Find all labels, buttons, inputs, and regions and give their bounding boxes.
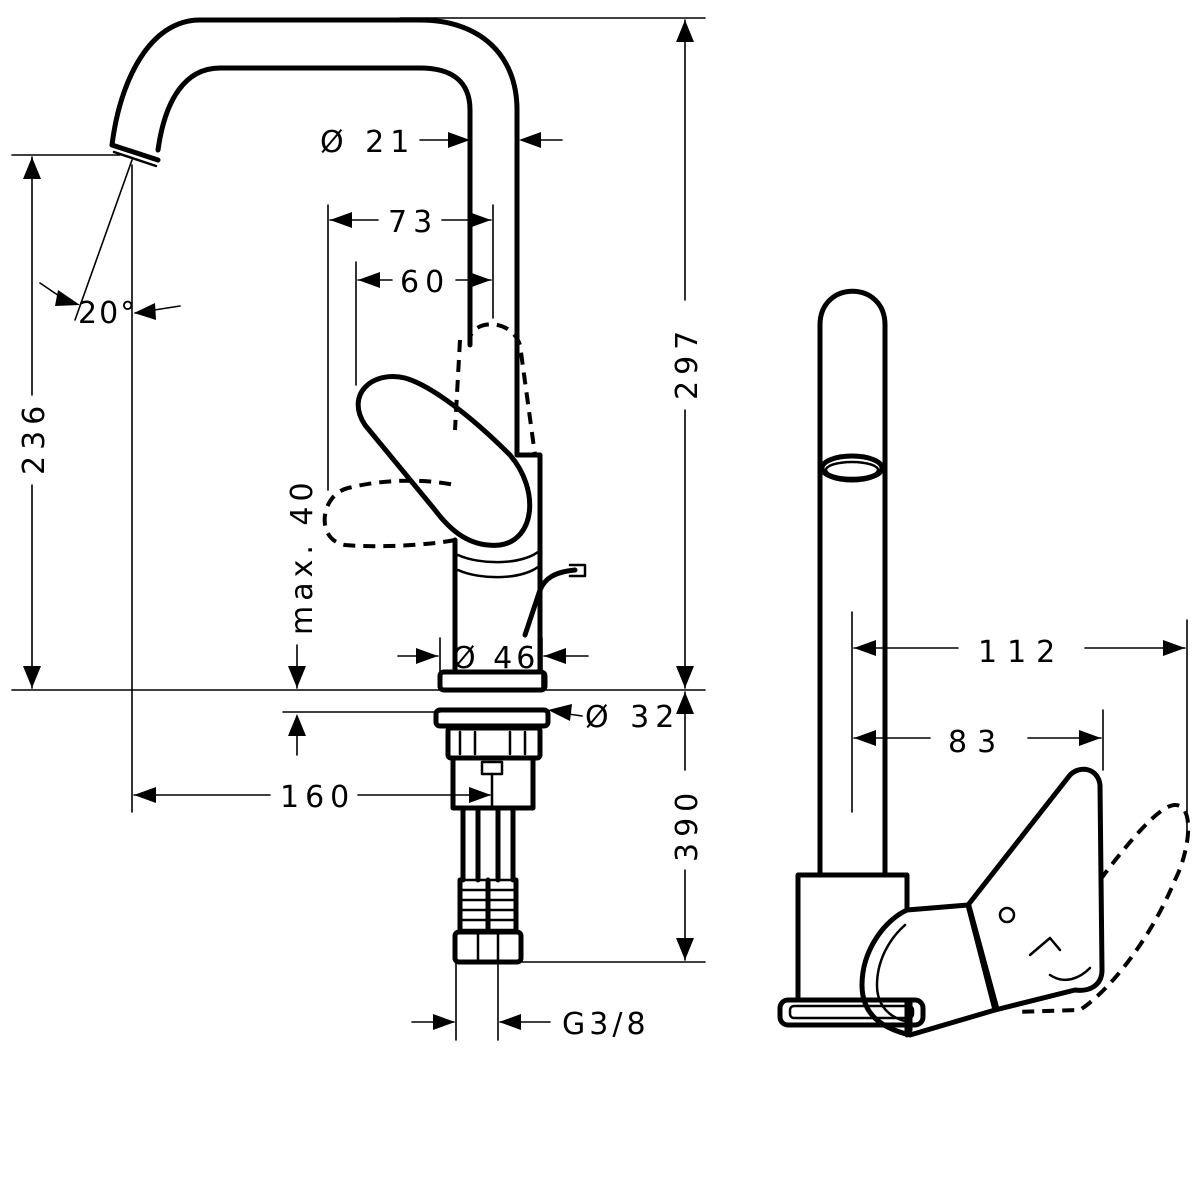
body-outline (452, 452, 543, 673)
lever-handle (355, 374, 533, 548)
dim-depth-390: 390 (670, 787, 705, 862)
side-handle-curve (1048, 966, 1092, 982)
side-base (777, 997, 926, 1028)
aerator-ring (112, 150, 158, 168)
dim-height-236: 236 (17, 400, 52, 475)
side-aerator-inner (824, 460, 880, 480)
dim-base-diameter: Ø 46 (452, 641, 539, 676)
hose-left (460, 805, 481, 883)
dim-max-40: max. 40 (285, 477, 320, 635)
side-collar (859, 902, 998, 1038)
side-collar-inner (875, 923, 912, 1024)
shank-nut-detail (458, 730, 527, 756)
dim-spout-diameter: Ø 21 (320, 125, 415, 160)
shank-washer (433, 707, 551, 729)
front-view-dimensions: Ø 21 73 60 20° 297 236 max. 40 (11, 17, 706, 1042)
hose-nut (452, 929, 524, 965)
side-view-faucet (777, 288, 1191, 1038)
dim-160: 160 (280, 780, 355, 815)
spout-outer (109, 17, 520, 458)
dim-60: 60 (400, 265, 450, 300)
popup-knob (568, 563, 587, 578)
dim-112: 112 (978, 635, 1065, 670)
side-spout (817, 288, 888, 878)
dim-73: 73 (388, 205, 438, 240)
side-aerator-outer (819, 453, 885, 483)
spout-inner (155, 65, 473, 348)
side-handle-face (968, 903, 1000, 1010)
lever-dashed-left (322, 478, 456, 549)
side-handle-screw (998, 906, 1016, 924)
side-handle-dashed (1014, 802, 1191, 1014)
side-body (795, 872, 910, 1038)
dim-shank-diameter: Ø 32 (585, 700, 680, 735)
spray-angle-line (74, 159, 133, 321)
aerator (109, 142, 161, 163)
screw (480, 760, 504, 776)
dim-thread: G3/8 (562, 1007, 650, 1042)
front-view-faucet (109, 17, 587, 965)
popup-rod (522, 567, 578, 638)
side-view-dimensions: 112 83 (851, 611, 1188, 841)
dim-83: 83 (948, 725, 1006, 760)
hose-nut-detail (476, 932, 500, 962)
side-handle-mark (1028, 936, 1062, 957)
side-base-ring (788, 1004, 915, 1020)
lever-dashed-up (453, 322, 537, 456)
dim-height-297: 297 (670, 325, 705, 400)
shank-nut (445, 725, 543, 761)
hose-fittings (457, 877, 519, 933)
hose-right (495, 805, 516, 883)
body-band (456, 550, 540, 579)
dim-spray-angle: 20° (78, 296, 137, 331)
